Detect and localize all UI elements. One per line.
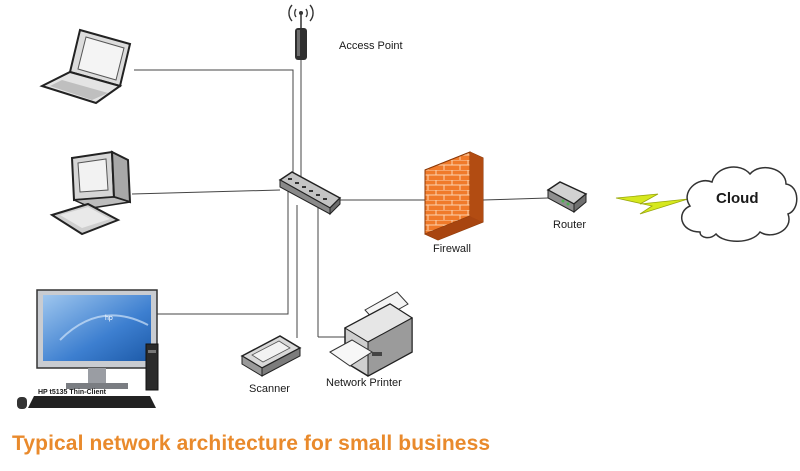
link-firewall-router xyxy=(482,197,549,201)
router-icon xyxy=(546,181,588,214)
access-point-icon xyxy=(288,4,314,60)
diagram-caption: Typical network architecture for small b… xyxy=(12,432,491,455)
router-label: Router xyxy=(553,219,587,231)
access-point-label: Access Point xyxy=(339,40,403,52)
wireless-link-icon xyxy=(615,193,689,215)
scanner-label: Scanner xyxy=(249,383,290,395)
thin-client-icon: hp xyxy=(17,289,159,409)
connection-lines xyxy=(131,60,549,338)
link-laptop-switch xyxy=(134,69,294,178)
link-desktop-switch xyxy=(131,189,281,195)
link-thinclient-switch xyxy=(157,190,289,315)
desktop-pc-icon xyxy=(49,150,132,236)
cloud-label: Cloud xyxy=(716,190,759,207)
laptop-icon xyxy=(39,28,132,105)
printer-icon xyxy=(329,291,413,377)
firewall-label: Firewall xyxy=(433,243,471,255)
firewall-icon xyxy=(424,151,484,241)
network-switch-icon xyxy=(278,171,342,216)
svg-text:hp: hp xyxy=(105,315,113,322)
network-printer-label: Network Printer xyxy=(326,377,402,389)
thin-client-label: HP t5135 Thin-Client xyxy=(38,389,106,396)
cloud-icon xyxy=(680,166,798,242)
scanner-icon xyxy=(240,335,302,377)
